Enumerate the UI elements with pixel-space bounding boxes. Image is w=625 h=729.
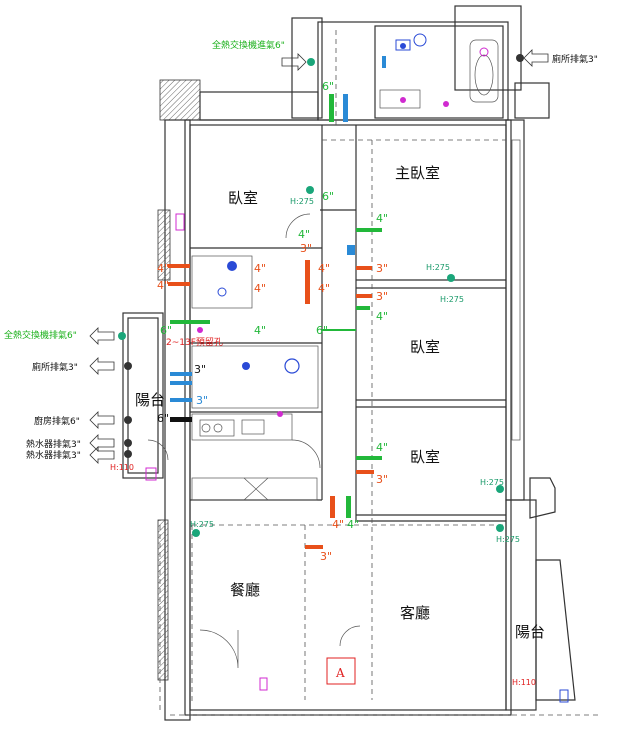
duct-size: 6" bbox=[157, 412, 169, 425]
height-label: H:275 bbox=[496, 535, 520, 544]
duct-size: 4" bbox=[318, 282, 330, 295]
marker-a-label: A bbox=[335, 666, 345, 680]
duct-green bbox=[356, 228, 382, 232]
room-label-bedroom: 臥室 bbox=[410, 448, 440, 466]
duct-size: 4" bbox=[254, 262, 266, 275]
exhaust-fitting bbox=[124, 362, 132, 370]
duct-size: 3" bbox=[320, 550, 332, 563]
duct-orange bbox=[356, 294, 372, 298]
note-reserved-hole: 2~13F預留孔 bbox=[166, 336, 223, 348]
height-label: H:275 bbox=[426, 263, 450, 272]
walls bbox=[122, 5, 600, 721]
vent-marker bbox=[496, 485, 504, 493]
duct-green bbox=[346, 496, 351, 518]
duct-size: 4" bbox=[376, 310, 388, 323]
height-label: H:275 bbox=[480, 478, 504, 487]
duct-orange bbox=[356, 470, 374, 474]
exhaust-fitting bbox=[516, 54, 524, 62]
room-label-balcony: 陽台 bbox=[515, 623, 545, 641]
duct-size: 4" bbox=[318, 262, 330, 275]
vent-marker bbox=[496, 524, 504, 532]
duct-size: 4" bbox=[298, 228, 310, 241]
height-label: H:110 bbox=[110, 463, 134, 472]
duct-bars bbox=[168, 56, 386, 549]
duct-size: 3" bbox=[196, 394, 208, 407]
duct-orange bbox=[305, 545, 323, 549]
height-label: H:275 bbox=[290, 197, 314, 206]
vent-arrows bbox=[89, 49, 549, 464]
duct-blue bbox=[170, 398, 192, 402]
vent-marker bbox=[307, 58, 315, 66]
duct-size: 3" bbox=[300, 242, 312, 255]
note-bath-exhaust: 廁所排氣3" bbox=[552, 53, 598, 65]
vent-marker bbox=[192, 529, 200, 537]
vent-marker bbox=[447, 274, 455, 282]
duct-orange bbox=[168, 264, 190, 268]
vent-marker bbox=[306, 186, 314, 194]
room-label-bedroom: 臥室 bbox=[410, 338, 440, 356]
note-kitchen-exhaust: 廚房排氣6" bbox=[34, 415, 80, 427]
duct-size: 4" bbox=[376, 212, 388, 225]
duct-size: 3" bbox=[376, 290, 388, 303]
note-erv-intake: 全熱交換機進氣6" bbox=[212, 39, 285, 51]
duct-size: 4" bbox=[157, 279, 169, 292]
duct-green bbox=[356, 306, 370, 310]
duct-size: 4" bbox=[347, 518, 359, 531]
duct-orange bbox=[168, 282, 190, 286]
duct-size: 3" bbox=[376, 473, 388, 486]
duct-blue bbox=[170, 372, 192, 376]
note-water-heater-exhaust: 熱水器排氣3" bbox=[26, 449, 81, 461]
exhaust-fitting bbox=[124, 439, 132, 447]
room-label-bedroom: 臥室 bbox=[228, 189, 258, 207]
duct-orange bbox=[305, 260, 310, 284]
note-water-heater-exhaust: 熱水器排氣3" bbox=[26, 438, 81, 450]
duct-size: 6" bbox=[322, 190, 334, 203]
duct-size: 6" bbox=[316, 324, 328, 337]
duct-size: 4" bbox=[376, 441, 388, 454]
duct-size: 3" bbox=[194, 363, 206, 376]
exhaust-fitting bbox=[124, 416, 132, 424]
duct-orange bbox=[356, 266, 372, 270]
duct-black bbox=[170, 417, 192, 422]
note-bath-exhaust: 廁所排氣3" bbox=[32, 361, 78, 373]
duct-blue bbox=[343, 94, 348, 122]
duct-blue bbox=[347, 245, 355, 255]
duct-size: 4" bbox=[157, 262, 169, 275]
fixture-accents bbox=[145, 33, 569, 703]
duct-size: 4" bbox=[332, 518, 344, 531]
exhaust-fitting bbox=[124, 450, 132, 458]
room-label-master-bedroom: 主臥室 bbox=[395, 164, 440, 182]
duct-size: 6" bbox=[160, 324, 172, 337]
duct-blue bbox=[382, 56, 386, 68]
room-label-dining: 餐廳 bbox=[230, 581, 260, 599]
duct-blue bbox=[170, 381, 192, 385]
room-label-living: 客廳 bbox=[400, 604, 430, 622]
duct-orange bbox=[305, 284, 310, 304]
duct-size: 4" bbox=[254, 324, 266, 337]
duct-green bbox=[190, 320, 210, 324]
duct-green bbox=[329, 94, 334, 122]
duct-size: 3" bbox=[376, 262, 388, 275]
height-label: H:110 bbox=[512, 678, 536, 687]
height-label: H:275 bbox=[440, 295, 464, 304]
vent-markers bbox=[118, 54, 524, 537]
note-erv-exhaust: 全熱交換機排氣6" bbox=[4, 329, 77, 341]
duct-size: 4" bbox=[254, 282, 266, 295]
duct-green bbox=[356, 456, 382, 460]
vent-marker bbox=[118, 332, 126, 340]
duct-size: 6" bbox=[322, 80, 334, 93]
room-label-balcony: 陽台 bbox=[135, 391, 165, 409]
marker-a-box bbox=[326, 657, 356, 685]
duct-green bbox=[170, 320, 192, 324]
height-label: H:275 bbox=[190, 520, 214, 529]
duct-orange bbox=[330, 496, 335, 518]
